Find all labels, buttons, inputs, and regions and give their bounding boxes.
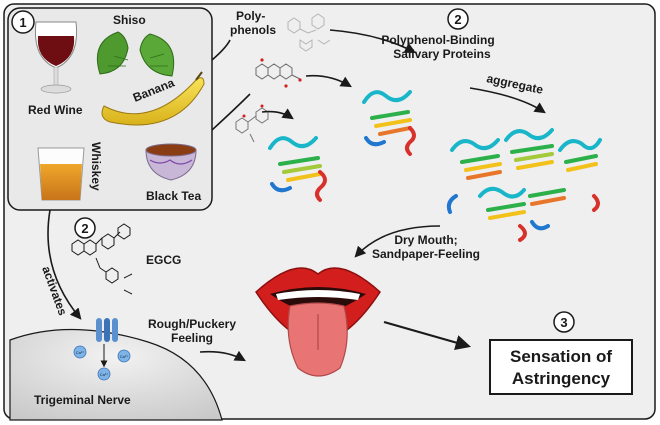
foods-to-polyphenols-arrow [211,39,231,61]
red-wine-label: Red Wine [28,103,83,117]
polyphenol-flow-arrow-1 [329,29,416,54]
polyphenol-molecule-3 [235,104,269,143]
salivary-proteins-label-line2: Salivary Proteins [393,47,491,61]
astringency-result-box [489,339,633,395]
polyphenols-label-line2: phenols [230,23,276,37]
to-astringency-arrow [383,320,471,351]
salivary-protein-single-1 [362,90,416,156]
polyphenols-label-line1: Poly- [236,9,265,23]
step-badge-2 [447,8,469,30]
step-badge-3-label: 3 [560,315,567,330]
polyphenol-molecule-2 [255,58,302,88]
aggregate-arrow [469,87,546,114]
mouth-tongue-icon [255,267,381,377]
step-badge-2b-label: 2 [81,221,88,236]
dry-mouth-label-line1: Dry Mouth; [394,233,457,247]
astringency-result-line2: Astringency [512,369,611,388]
polyphenol-flow-arrow-2 [305,74,352,88]
rough-puckery-label-line2: Feeling [171,331,213,345]
svg-text:Ca²⁺: Ca²⁺ [76,350,85,355]
step-badge-1 [11,10,35,34]
shiso-label: Shiso [113,13,146,27]
dry-mouth-arrow [354,225,441,258]
calcium-ion-2: Ca²⁺ [117,349,131,363]
calcium-ion-1: Ca²⁺ [73,345,87,359]
whiskey-glass-icon [37,147,85,201]
protein-aggregate-cluster [446,128,602,242]
shiso-leaves-icon [96,31,175,77]
food-sources-panel: 1 Red Wine Shiso Banana Whiskey [7,7,213,211]
svg-text:Ca²⁺: Ca²⁺ [100,372,109,377]
ion-channel-icon [96,318,118,342]
egcg-label: EGCG [146,253,181,267]
polyphenol-flow-arrow-4 [261,108,294,120]
calcium-ion-3: Ca²⁺ [97,367,111,381]
black-tea-cup-icon [145,143,197,181]
astringency-result-line1: Sensation of [510,347,612,366]
activates-arrow [47,209,82,320]
salivary-protein-single-2 [268,136,327,202]
trigeminal-nerve-label: Trigeminal Nerve [34,393,131,407]
salivary-proteins-label-line1: Polyphenol-Binding [381,33,494,47]
black-tea-label: Black Tea [146,189,201,203]
dry-mouth-label-line2: Sandpaper-Feeling [372,247,480,261]
svg-text:Ca²⁺: Ca²⁺ [120,354,129,359]
step-badge-2-label: 2 [454,12,461,27]
banana-icon [101,71,205,126]
trigeminal-nerve-cell [9,328,223,421]
polyphenol-molecule-1 [287,13,331,52]
step-badge-1-label: 1 [19,15,26,30]
rough-puckery-label-line1: Rough/Puckery [148,317,236,331]
whiskey-label: Whiskey [89,142,103,191]
rough-puckery-arrow [199,350,246,362]
egcg-structure [71,223,133,295]
step-badge-3 [553,311,575,333]
polyphenol-flow-arrow-3 [211,93,251,131]
step-badge-2b [74,217,96,239]
red-wine-glass-icon [34,21,78,94]
